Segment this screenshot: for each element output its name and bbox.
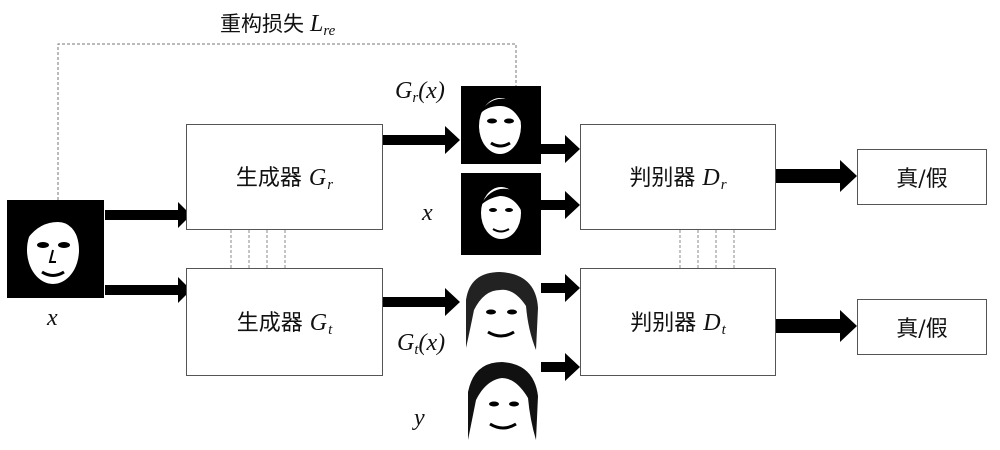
generated-face-gt-image xyxy=(461,270,541,352)
gr-x-sub: r xyxy=(412,90,419,106)
arrow-gt-image-to-dt xyxy=(541,274,580,302)
generator-gr-symbol-letter: G xyxy=(308,165,327,191)
output-real-fake-label-r: 真/假 xyxy=(896,167,948,192)
generator-gr-label: 生成器 Gr xyxy=(187,160,382,194)
y-real-label: y xyxy=(414,405,425,431)
gt-x-arg: (x) xyxy=(418,330,446,356)
reconstruction-loss-text: 重构损失 xyxy=(220,12,304,36)
gt-x-symbol: G xyxy=(397,330,415,356)
generator-gt-label: 生成器 Gt xyxy=(187,305,382,339)
input-x-label: x xyxy=(47,305,58,331)
output-real-fake-label-t: 真/假 xyxy=(896,317,948,342)
generator-gr-name: 生成器 xyxy=(235,166,302,191)
arrow-y-image-to-dt xyxy=(541,353,580,381)
discriminator-dr-symbol-letter: D xyxy=(702,165,720,191)
real-face-x-image xyxy=(461,173,541,255)
real-face-y-image xyxy=(461,360,541,442)
gr-x-label: Gr(x) xyxy=(395,78,445,107)
discriminator-dr-symbol-sub: r xyxy=(720,177,727,193)
generator-gt-name: 生成器 xyxy=(236,311,303,336)
reconstruction-loss-line xyxy=(57,43,517,200)
discriminator-dt-name: 判别器 xyxy=(630,311,697,336)
generator-shared-links xyxy=(230,230,286,268)
gt-x-sub: t xyxy=(414,342,419,358)
generator-gr-symbol-sub: r xyxy=(327,177,334,193)
gr-x-symbol: G xyxy=(395,78,413,104)
reconstruction-loss-symbol: L xyxy=(310,11,324,37)
generator-gr-box: 生成器 Gr xyxy=(186,124,383,230)
discriminator-dr-box: 判别器 Dr xyxy=(580,124,776,230)
discriminator-dt-symbol: Dt xyxy=(703,310,726,338)
generator-gt-symbol: Gt xyxy=(309,310,333,338)
discriminator-dr-name: 判别器 xyxy=(629,166,696,191)
discriminator-dt-symbol-sub: t xyxy=(721,322,726,338)
generator-gt-box: 生成器 Gt xyxy=(186,268,383,376)
discriminator-dr-symbol: Dr xyxy=(702,165,727,193)
arrow-x-image-to-dr xyxy=(541,191,580,219)
generator-gr-symbol: Gr xyxy=(308,165,334,193)
discriminator-shared-links xyxy=(679,230,735,268)
x-real-label: x xyxy=(422,200,433,226)
discriminator-dt-box: 判别器 Dt xyxy=(580,268,776,376)
gt-x-label: Gt(x) xyxy=(397,330,445,359)
arrow-gt-to-image xyxy=(383,288,460,316)
arrow-gr-image-to-dr xyxy=(541,135,580,163)
arrow-gr-to-image xyxy=(383,126,460,154)
arrow-dr-to-output xyxy=(775,160,857,192)
gr-x-arg: (x) xyxy=(418,78,445,104)
reconstruction-loss-label: 重构损失 Lre xyxy=(220,8,335,40)
output-real-fake-box-t: 真/假 xyxy=(857,299,987,355)
reconstruction-loss-sub: re xyxy=(323,23,336,39)
arrow-dt-to-output xyxy=(775,310,857,342)
output-real-fake-box-r: 真/假 xyxy=(857,149,987,205)
discriminator-dt-symbol-letter: D xyxy=(703,310,721,336)
discriminator-dt-label: 判别器 Dt xyxy=(581,305,775,339)
arrow-input-to-gr xyxy=(105,202,191,228)
arrow-input-to-gt xyxy=(105,277,191,303)
generated-face-gr-image xyxy=(461,86,541,164)
input-face-x-image xyxy=(7,200,104,298)
generator-gt-symbol-sub: t xyxy=(328,322,333,338)
generator-gt-symbol-letter: G xyxy=(309,310,328,336)
discriminator-dr-label: 判别器 Dr xyxy=(581,160,775,194)
